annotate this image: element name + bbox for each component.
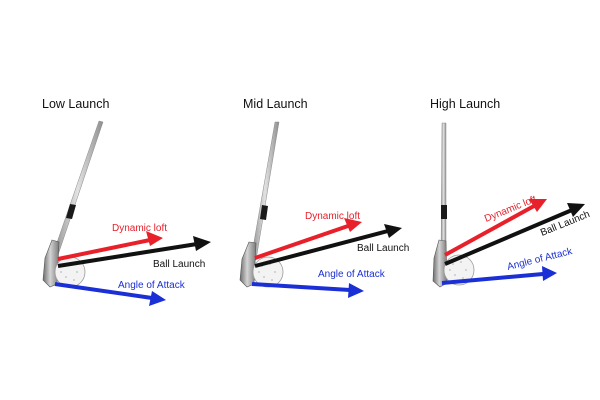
ball-launch-arrow [254,224,402,268]
club-grip-band [441,205,447,219]
angle-of-attack-arrow [251,282,364,298]
angle-of-attack-label: Angle of Attack [506,246,574,273]
golf-club [432,122,448,288]
club-head [432,239,448,288]
angle-of-attack-label: Angle of Attack [318,269,386,280]
ball-launch-label: Ball Launch [357,243,409,254]
golf-club [239,121,280,288]
angle-of-attack-arrow [54,282,166,306]
angle-of-attack-label: Angle of Attack [118,280,186,291]
club-head [239,241,257,288]
panel-high-launch: High Launch Dynamic loft Ball Launch Ang… [430,97,592,288]
club-grip-band [260,205,268,220]
dynamic-loft-arrow [444,199,547,257]
panel-low-launch: Low Launch Dynamic loft Ball Launch Angl… [42,97,211,306]
angle-of-attack-arrow [441,266,557,285]
dynamic-loft-arrow [57,231,163,261]
panel-title: Mid Launch [243,97,308,111]
panel-title: Low Launch [42,97,109,111]
ball-launch-arrow [57,236,211,268]
club-grip-band [66,204,76,219]
club-shaft [51,120,104,259]
panel-mid-launch: Mid Launch Dynamic loft Ball Launch Angl… [239,97,409,298]
panel-title: High Launch [430,97,500,111]
dynamic-loft-label: Dynamic loft [112,223,167,234]
ball-launch-label: Ball Launch [153,259,205,270]
club-head [42,239,60,288]
club-shaft [250,121,280,261]
dynamic-loft-arrow [254,218,362,260]
ball-launch-arrow [444,203,585,266]
dynamic-loft-label: Dynamic loft [305,211,360,222]
club-shaft [440,122,447,259]
